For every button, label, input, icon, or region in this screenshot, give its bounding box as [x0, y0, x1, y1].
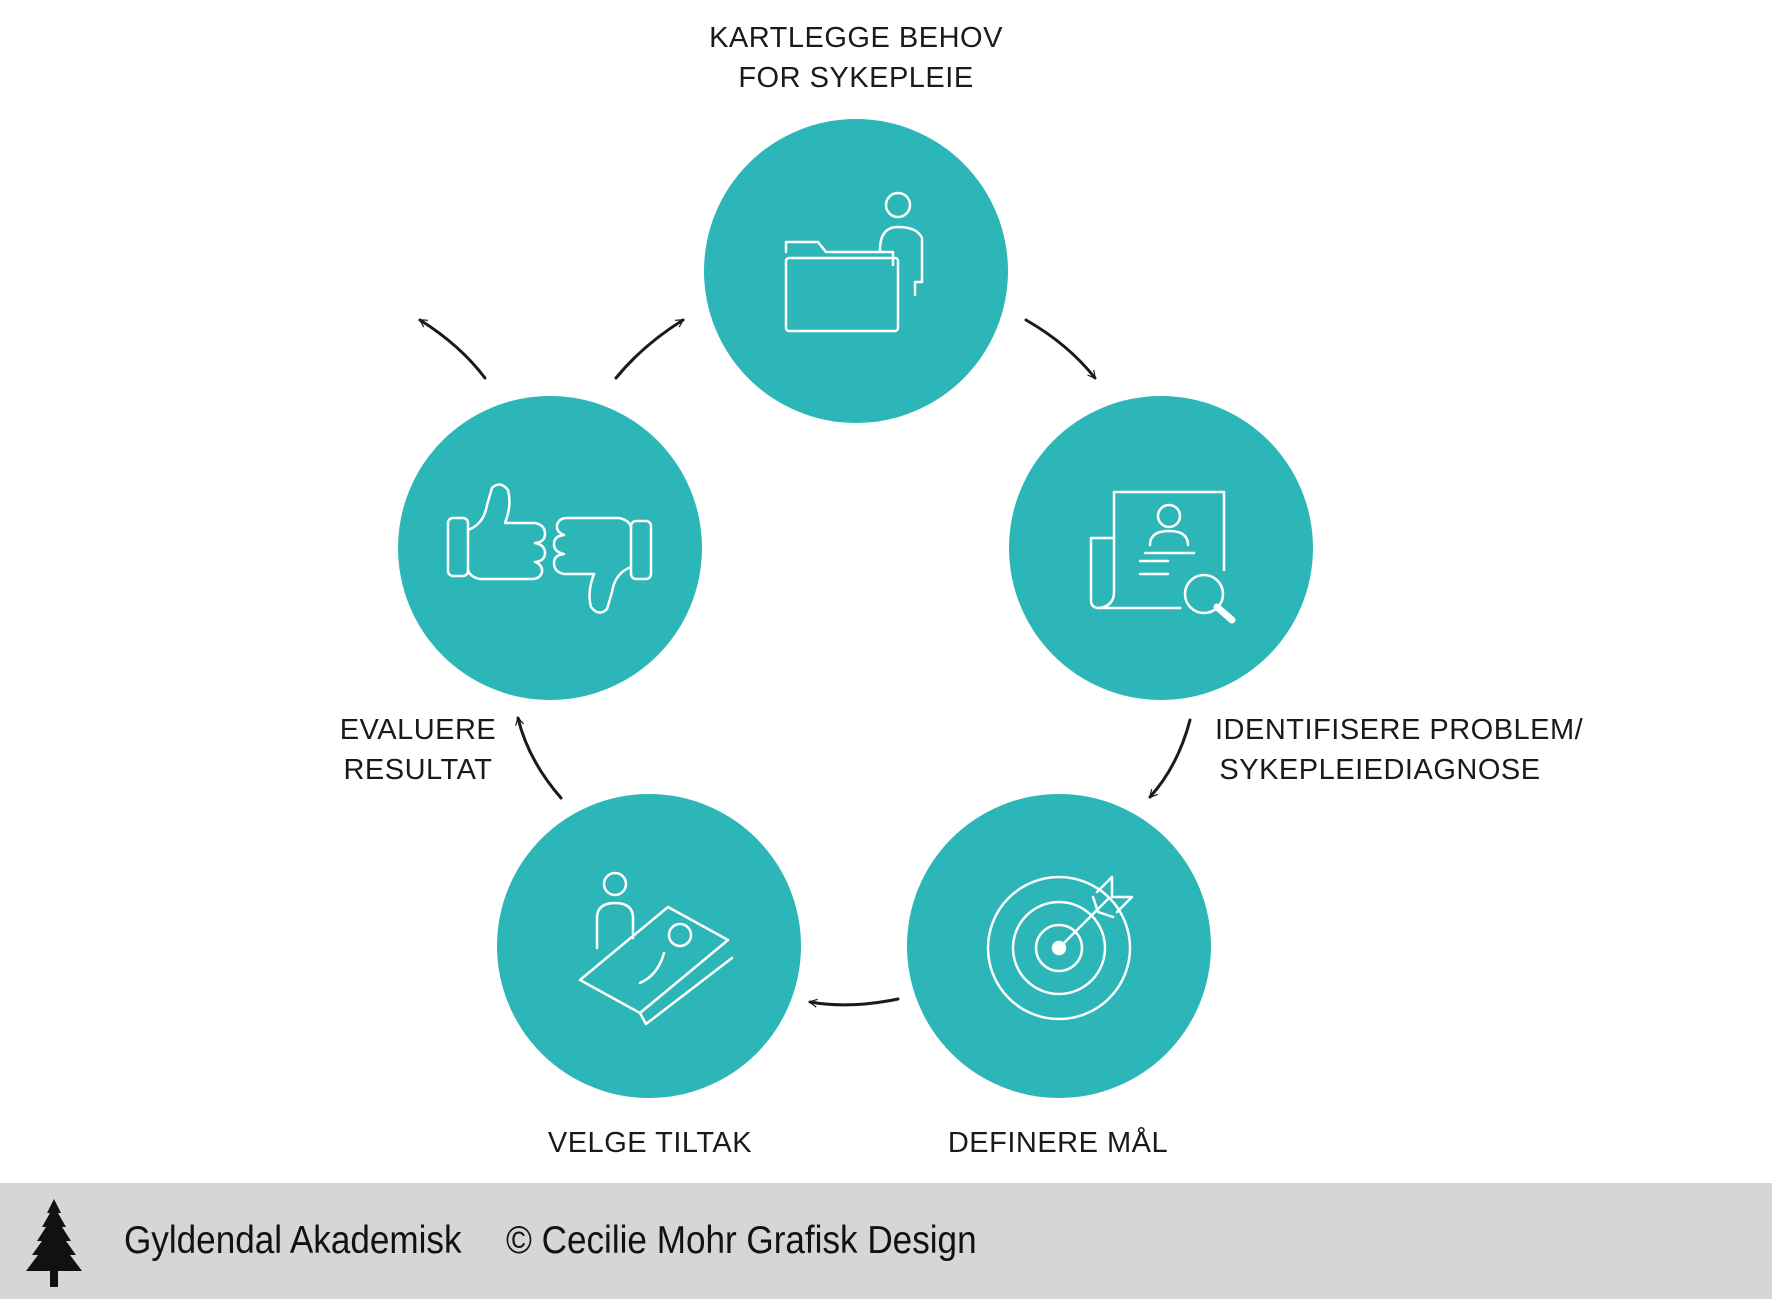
thumbs-up-down-icon: [446, 483, 653, 614]
circle-evaluere: [398, 396, 702, 700]
label-identifisere-line-1: IDENTIFISERE PROBLEM/: [1215, 714, 1584, 746]
circle-kartlegge: [704, 119, 1008, 423]
circle-velge: [497, 794, 801, 1098]
arrow-evaluere-to-kartlegge: [614, 318, 685, 380]
arrow-identifisere-to-definere: [1148, 718, 1192, 799]
footer-bar: Gyldendal Akademisk © Cecilie Mohr Grafi…: [0, 1183, 1772, 1299]
publisher-name: Gyldendal Akademisk: [124, 1219, 462, 1262]
design-credit: © Cecilie Mohr Grafisk Design: [506, 1219, 977, 1262]
patient-bed-icon: [578, 871, 734, 1026]
label-kartlegge: KARTLEGGE BEHOV FOR SYKEPLEIE: [706, 18, 1006, 98]
label-definere-line-1: DEFINERE MÅL: [947, 1127, 1169, 1159]
label-definere: DEFINERE MÅL: [928, 1123, 1188, 1163]
arrow-definere-to-velge: [808, 997, 900, 1008]
arrow-kartlegge-to-identifisere: [1024, 318, 1097, 380]
diagram-canvas: [398, 119, 1313, 1098]
label-evaluere-line-2: RESULTAT: [343, 754, 493, 786]
tree-logo-icon: [26, 1199, 82, 1287]
label-kartlegge-line-1: KARTLEGGE BEHOV: [709, 22, 1003, 54]
label-evaluere: EVALUERE RESULTAT: [328, 710, 508, 790]
label-kartlegge-line-2: FOR SYKEPLEIE: [738, 62, 974, 94]
folder-person-icon: [784, 191, 924, 333]
nursing-process-diagram: KARTLEGGE BEHOV FOR SYKEPLEIE IDENTIFISE…: [328, 18, 1584, 1163]
label-identifisere-line-2: SYKEPLEIEDIAGNOSE: [1219, 754, 1541, 786]
label-velge-line-1: VELGE TILTAK: [547, 1127, 753, 1159]
arrow-evaluere-outward: [418, 318, 487, 380]
target-arrow-icon: [986, 875, 1134, 1021]
circle-identifisere: [1009, 396, 1313, 700]
arrow-velge-to-evaluere: [515, 716, 563, 800]
label-evaluere-line-1: EVALUERE: [339, 714, 497, 746]
label-velge: VELGE TILTAK: [530, 1123, 770, 1163]
document-magnifier-icon: [1089, 490, 1236, 624]
label-identifisere: IDENTIFISERE PROBLEM/ SYKEPLEIEDIAGNOSE: [1215, 710, 1584, 790]
